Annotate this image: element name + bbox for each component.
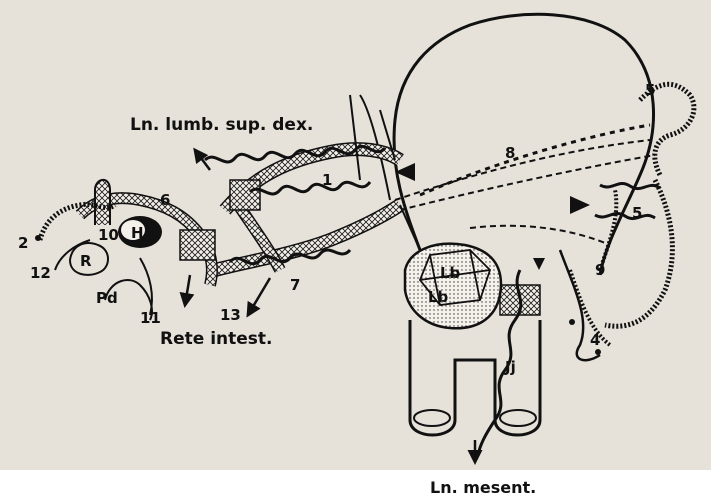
wavy-vessel-right-2 xyxy=(595,213,655,218)
label-12: 12 xyxy=(30,264,51,282)
arrow-lumb xyxy=(195,150,210,170)
label-5-upper: 5 xyxy=(645,81,655,99)
vessel-line-c xyxy=(400,205,420,250)
arrow-rete-1 xyxy=(185,275,190,305)
lymph-vessel-right-loop xyxy=(570,190,616,345)
label-ln-mesent: Ln. mesent. xyxy=(430,478,536,497)
label-Lb-upper: Lb xyxy=(440,264,461,282)
intestine-lumen-right xyxy=(500,410,536,426)
wavy-vessel-right xyxy=(600,183,660,188)
label-1: 1 xyxy=(322,171,332,189)
hatched-left-column xyxy=(95,180,110,225)
vessel-end-right xyxy=(595,349,601,355)
label-rete-intest: Rete intest. xyxy=(160,329,272,349)
peritoneal-outline xyxy=(394,14,653,275)
label-4: 4 xyxy=(590,331,600,349)
label-6: 6 xyxy=(160,191,170,209)
label-2: 2 xyxy=(18,234,28,252)
arrow-rete-2 xyxy=(248,278,270,315)
label-8: 8 xyxy=(505,144,515,162)
node-Lb xyxy=(405,244,501,329)
label-9: 9 xyxy=(595,261,605,279)
vessel-end-2 xyxy=(35,235,41,241)
label-13: 13 xyxy=(220,306,241,324)
label-Lb-lower: Lb xyxy=(428,288,449,306)
label-ln-lumb-sup-dex: Ln. lumb. sup. dex. xyxy=(130,115,313,135)
label-Pd: Pd xyxy=(96,289,118,307)
label-R: R xyxy=(80,252,92,270)
intestine-lumen-left xyxy=(414,410,450,426)
label-7: 7 xyxy=(290,276,300,294)
dashed-tract-lower xyxy=(470,226,610,245)
vessel-end-4 xyxy=(569,319,575,325)
flow-arrow-mesent xyxy=(533,258,545,270)
node-block-left xyxy=(180,230,215,260)
label-5-lower: 5 xyxy=(632,204,642,222)
label-10: 10 xyxy=(98,226,119,244)
label-Jj: Jj xyxy=(504,358,516,376)
lymph-vessel-right-lower xyxy=(605,180,672,326)
flow-arrow-right xyxy=(570,196,590,214)
page-bottom-strip xyxy=(0,470,711,499)
wavy-vessel-lumb-2 xyxy=(250,182,370,194)
label-H: H xyxy=(131,224,144,242)
dashed-tract-8-b xyxy=(400,155,655,210)
dashed-tract-8-a xyxy=(395,140,650,200)
vessel-line-a xyxy=(350,95,360,180)
intestine-Jj xyxy=(410,320,540,435)
node-block-mid xyxy=(230,180,260,210)
label-11: 11 xyxy=(140,309,161,327)
